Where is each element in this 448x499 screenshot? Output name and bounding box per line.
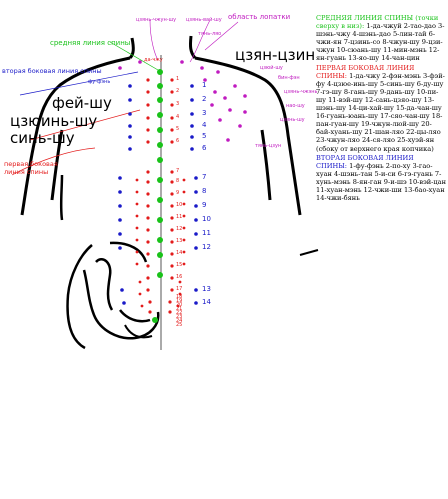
second-line-number: 1 [202,81,207,89]
second-line-number: 12 [202,243,211,251]
first-line-number: 18 [176,294,183,300]
label-tsyan-tszin: цзян-цзин [235,46,316,64]
label-fu-fen: фу-фэнь [88,79,111,85]
first-line-number: 3 [176,101,180,107]
second-line-number: 7 [202,173,207,181]
middle-line-pointer [109,41,159,71]
label-tsyan-vay-shu: цзянь-вай-шу [186,17,222,23]
label-fei-shu: фей-шу [52,94,112,112]
neck-left [128,37,135,60]
first-line-number: 19 [176,298,183,304]
first-line-number: 23 [176,314,183,320]
label-tsyan-chzhun-shu: цзянь-чжун-шу [136,17,177,23]
legend-middle-text: 1-да-чжуй 2-тао-дао 3-шэнь-чжу 4-шэнь-да… [316,22,445,63]
first-line-number: 25 [176,322,183,328]
first-line-number: 20 [176,302,183,308]
left-hip [66,244,93,350]
legend: СРЕДНЯЯ ЛИНИЯ СПИНЫ (точки сверху в низ)… [316,14,446,202]
first-line-number: 17 [176,286,183,292]
first-line-number: 21 [176,306,183,312]
second-line-number: 8 [202,187,207,195]
first-line-pointer [29,109,141,141]
first-line-number: 22 [176,310,183,316]
first-line-number: 8 [176,178,180,184]
first-line-number: 10 [176,202,183,208]
second-line-number: 6 [202,144,207,152]
first-line-number: 6 [176,138,180,144]
shoulder-pointer-2 [189,19,211,63]
first-line-number: 24 [176,318,183,324]
neck-right [189,35,197,59]
legend-middle: СРЕДНЯЯ ЛИНИЯ СПИНЫ (точки сверху в низ)… [316,14,446,63]
label-nao-shu: нао-шу [286,103,305,109]
label-shoulder-area: область лопатки [228,13,291,21]
label-tszyue-in-shu: цзюинь-шу [10,112,98,130]
buttock [82,269,160,340]
label-first-lateral: первая боковая линия спины [4,160,58,176]
second-line-number: 10 [202,215,211,223]
label-tyan-tszun: тянь-цзун [255,143,282,149]
label-tsyan-tszin2: цзянь-чжэнь [284,89,318,95]
second-line-number: 4 [202,121,207,129]
left-torso [59,174,64,221]
shoulder-points [118,60,247,142]
second-line-number: 3 [202,109,207,117]
shoulder-pointer-1 [149,19,159,61]
label-tsyui-shu: цзюй-шу [260,65,283,71]
label-tsyan-shu: цзянь-шу [280,117,305,123]
first-line-points [146,78,174,314]
legend-second: ВТОРАЯ БОКОВАЯ ЛИНИЯ СПИНЫ: 1-фу-фэнь 2-… [316,154,446,203]
pelvis [95,258,114,311]
right-arm-inner [260,129,272,201]
legend-second-title: ВТОРАЯ БОКОВАЯ ЛИНИЯ СПИНЫ: [316,153,414,170]
second-line-pointer [19,71,139,96]
first-line-number: 14 [176,250,183,256]
legend-first-title: ПЕРВАЯ БОКОВАЯ ЛИНИЯ СПИНЫ: [316,63,415,80]
second-line-number: 13 [202,285,211,293]
right-hip-mark [299,249,319,256]
second-line-number: 14 [202,298,211,306]
label-bin-fen: бин-фэн [278,75,300,81]
first-line-number: 12 [176,226,183,232]
legend-middle-title: СРЕДНЯЯ ЛИНИЯ СПИНЫ [316,14,414,22]
second-line-points [118,84,198,305]
first-line-number: 9 [176,190,180,196]
first-line-number: 1 [176,76,180,82]
first-line-number: 5 [176,126,180,132]
left-shoulder-arm [20,56,131,216]
rib-line [11,147,96,176]
sacrum [119,309,151,323]
first-line-number: 13 [176,238,183,244]
coccyx [124,324,153,339]
first-line-number: 16 [176,274,183,280]
label-tyan-lyao: тянь-ляо [198,31,222,37]
first-line-number: 11 [176,214,183,220]
right-shoulder-arm [194,56,302,216]
second-line-number: 11 [202,229,211,237]
legend-first: ПЕРВАЯ БОКОВАЯ ЛИНИЯ СПИНЫ: 1-да-чжу 2-ф… [316,64,446,153]
second-line-number: 5 [202,132,207,140]
label-second-lateral: вторая боковая линия спины [2,67,102,75]
first-line-number: 4 [176,114,180,120]
waist [109,241,148,263]
shoulder-pointer-3 [204,21,239,51]
first-line-number: 7 [176,168,180,174]
middle-line-points [152,69,163,323]
legend-middle-note: (точки сверху в низ): [316,14,439,31]
second-line-number: 9 [202,201,207,209]
first-line-medial-points [135,178,186,308]
label-sin-shu: синь-шу [10,129,75,147]
label-middle-line: средняя линия спины [50,39,131,47]
legend-second-text: 1-фу-фэнь 2-по-ху 3-гао-хуан 4-шэнь-тан … [316,161,446,203]
first-line-number: 15 [176,262,183,268]
second-line-number: 2 [202,95,207,103]
left-arm-inner [50,129,64,201]
first-line-number: 2 [176,88,180,94]
label-da-chzhu: да-чжу [144,57,163,63]
legend-first-text: 1-да-чжу 2-фэн-мэнь 3-фэй-фу 4-цзюе-инь-… [316,71,445,153]
